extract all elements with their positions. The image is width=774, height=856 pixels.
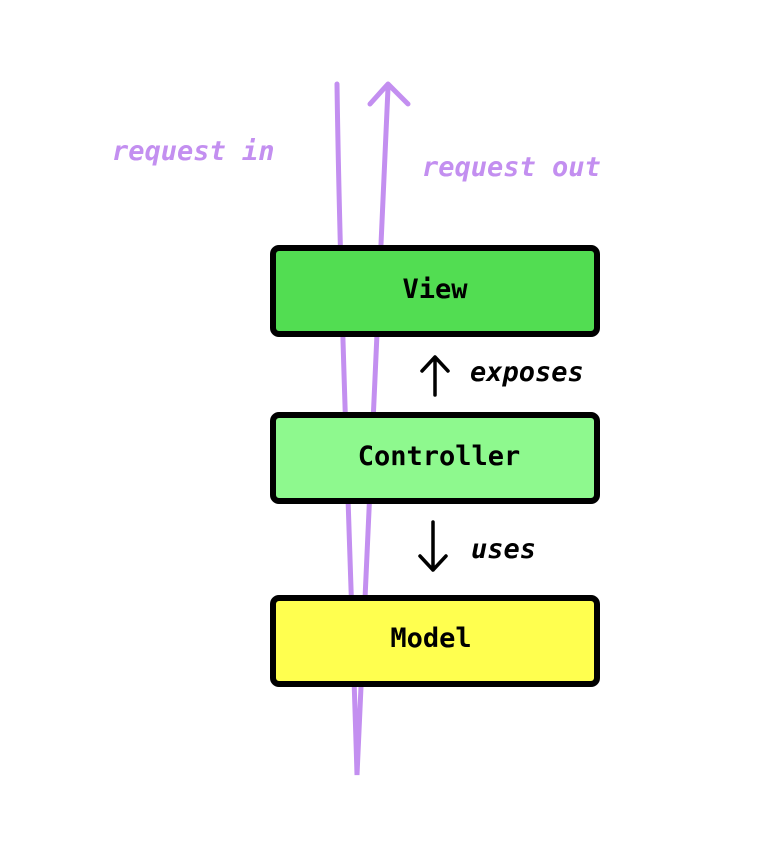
- model-label: Model: [390, 623, 471, 654]
- controller-box: [270, 412, 600, 504]
- view-box: [270, 245, 600, 337]
- exposes-relation: exposes: [420, 355, 584, 397]
- view-label: View: [402, 274, 468, 305]
- request-in-label: request in: [112, 136, 275, 167]
- uses-label: uses: [471, 534, 536, 565]
- model-layer: Model: [270, 595, 600, 687]
- exposes-label: exposes: [470, 357, 584, 388]
- view-layer: View: [270, 245, 600, 337]
- arrow-up-icon: [420, 355, 450, 397]
- request-out-arrowhead-icon: [367, 81, 411, 107]
- arrow-down-icon: [418, 520, 448, 572]
- request-out-label: request out: [422, 152, 601, 183]
- model-box: [270, 595, 600, 687]
- uses-relation: uses: [418, 520, 536, 572]
- controller-label: Controller: [358, 441, 521, 472]
- controller-layer: Controller: [270, 412, 600, 504]
